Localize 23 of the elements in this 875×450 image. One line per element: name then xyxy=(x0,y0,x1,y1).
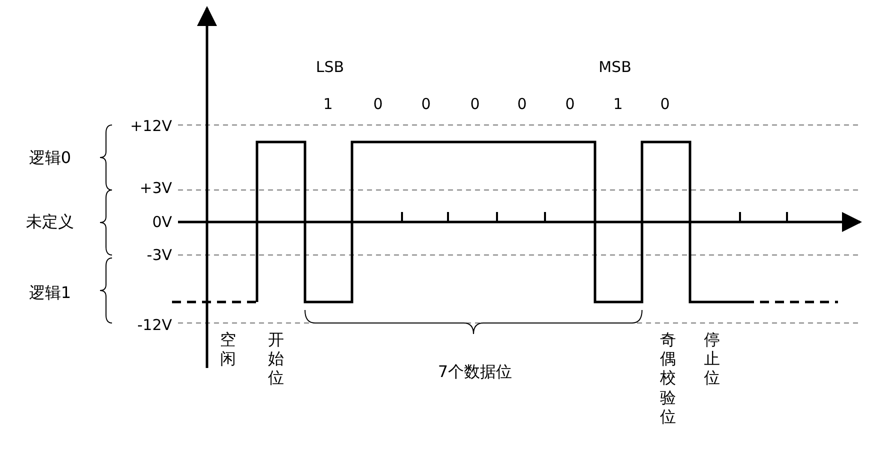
bit-value: 0 xyxy=(660,96,670,112)
bit-order-label: MSB xyxy=(598,58,632,76)
voltage-label: -3V xyxy=(146,246,172,264)
logic-level-label: 未定义 xyxy=(26,213,74,231)
bit-value: 0 xyxy=(565,96,575,112)
field-label: 7个数据位 xyxy=(438,363,512,381)
voltage-label: 0V xyxy=(152,214,172,230)
voltage-label: +3V xyxy=(140,180,172,196)
bit-value: 0 xyxy=(373,96,383,112)
bit-value: 1 xyxy=(323,96,333,112)
logic-level-label: 逻辑1 xyxy=(28,284,72,302)
voltage-label: -12V xyxy=(137,316,172,334)
bit-value: 0 xyxy=(421,96,431,112)
field-label: 空闲 xyxy=(220,330,236,368)
bit-value: 0 xyxy=(517,96,527,112)
field-label: 奇偶校验位 xyxy=(660,330,676,426)
voltage-label: +12V xyxy=(130,118,172,134)
bit-value: 1 xyxy=(613,96,623,112)
bit-value: 0 xyxy=(470,96,480,112)
field-label: 停止位 xyxy=(704,330,720,388)
logic-level-label: 逻辑0 xyxy=(28,149,72,167)
bit-order-label: LSB xyxy=(316,58,344,76)
field-label: 开始位 xyxy=(268,330,284,388)
